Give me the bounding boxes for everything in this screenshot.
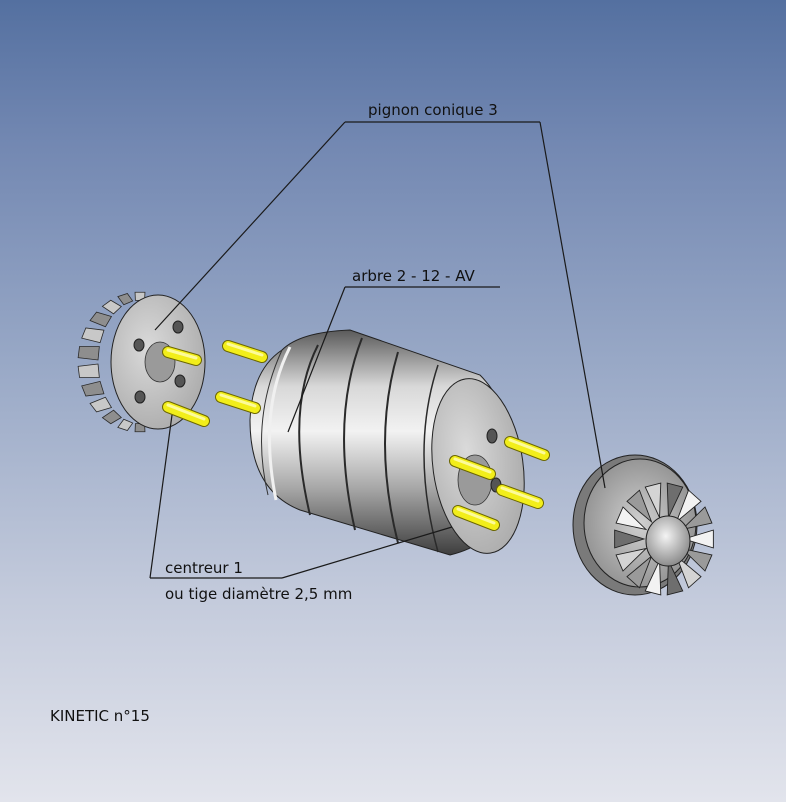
left-gear-hole [134,390,146,404]
right-gear-hub [645,515,691,567]
shaft-groove [343,337,363,531]
shaft-groove [423,364,439,553]
centreur-leader-right [281,526,453,579]
gear-tooth [77,346,100,361]
centring-pin [162,401,210,427]
gear-tooth [117,293,134,306]
centring-pin [449,455,496,480]
left-gear-teeth [77,291,146,433]
gear-tooth [89,396,113,413]
right-bevel-gear [572,454,714,596]
gear-tooth [644,482,662,518]
gear-tooth [81,380,105,397]
centring-pin [222,340,268,363]
gear-tooth [680,547,713,572]
centreur-leader-left [149,414,173,579]
gear-tooth [680,506,713,531]
gear-tooth [644,560,662,596]
centring-pin [452,505,500,531]
gear-tooth [626,554,653,589]
gear-tooth [626,489,653,524]
shaft-end-hole [486,428,498,444]
label-arbre: arbre 2 - 12 - AV [352,267,475,285]
centring-pins [162,340,550,531]
gear-tooth [615,506,648,531]
shaft-rim [261,349,283,496]
gear-tooth [666,482,684,518]
gear-tooth [615,547,648,572]
shaft-groove [298,344,319,516]
gear-tooth [77,363,100,378]
label-pignon-conique: pignon conique 3 [368,101,498,119]
gear-tooth [614,529,646,549]
centring-pin [215,391,261,414]
pignon-leader-left [154,121,346,331]
arbre-leader-diag [287,286,346,433]
left-gear-hole [172,320,184,334]
left-bevel-gear [77,291,206,433]
gear-tooth [675,554,702,589]
shaft-rim [268,346,292,501]
shaft-groove [384,351,399,544]
leader-lines [149,121,606,579]
gear-tooth [682,529,714,549]
centring-pin [504,436,550,461]
gear-tooth [101,409,122,425]
gear-tooth [117,418,134,431]
footer-title: KINETIC n°15 [50,707,150,725]
centring-pin [162,346,202,366]
pignon-leader-right [539,121,606,489]
gear-tooth [666,560,684,596]
left-gear-hole [133,338,145,352]
centring-pin [496,484,544,509]
gear-tooth [675,489,702,524]
gear-tooth [101,299,122,315]
label-centreur: centreur 1 [165,559,243,577]
label-centreur-detail: ou tige diamètre 2,5 mm [165,585,353,603]
right-gear-teeth [614,482,714,596]
gear-tooth [89,311,113,328]
gear-tooth [81,327,105,344]
left-gear-hole [174,374,186,388]
